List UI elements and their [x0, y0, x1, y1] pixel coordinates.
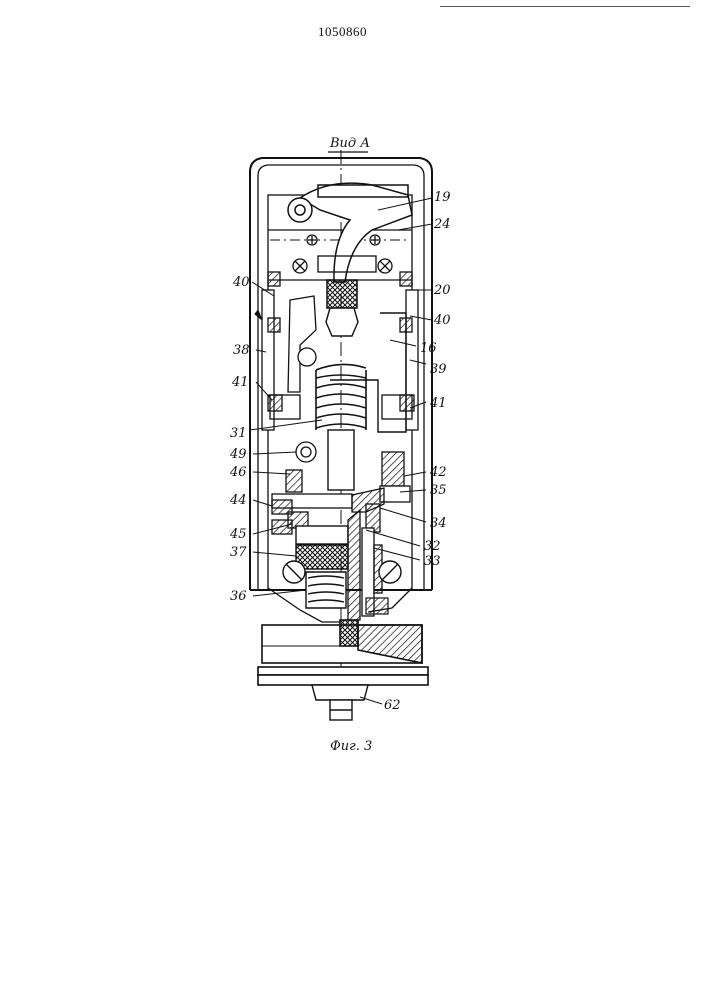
- label-42: 42: [429, 465, 447, 480]
- label-16: 16: [420, 341, 437, 356]
- cam-plate: [288, 296, 316, 392]
- label-24: 24: [433, 217, 451, 232]
- label-45: 45: [229, 527, 247, 542]
- label-33: 33: [424, 554, 441, 569]
- label-41-right: 41: [429, 396, 447, 411]
- label-49: 49: [229, 447, 247, 462]
- hex-nut: [326, 308, 358, 336]
- label-46: 46: [229, 465, 247, 480]
- stud-62: [312, 685, 368, 720]
- cam-roller: [298, 348, 316, 366]
- label-35: 35: [430, 483, 447, 498]
- label-19: 19: [434, 190, 451, 205]
- label-41-left: 41: [231, 375, 249, 390]
- label-34: 34: [430, 516, 447, 531]
- label-36: 36: [230, 589, 247, 604]
- figure-caption: Фиг. 3: [330, 739, 372, 754]
- label-20: 20: [433, 283, 451, 298]
- knurled-nut: [327, 280, 357, 308]
- label-32: 32: [424, 539, 441, 554]
- label-38: 38: [233, 343, 250, 358]
- lower-block: [366, 598, 388, 614]
- label-37: 37: [230, 545, 247, 560]
- label-44: 44: [229, 493, 247, 508]
- view-title: Вид А: [329, 136, 370, 151]
- label-39: 39: [430, 362, 447, 377]
- label-62: 62: [384, 698, 401, 713]
- screw-49: [296, 442, 316, 462]
- label-40-right: 40: [433, 313, 451, 328]
- label-40-left: 40: [232, 275, 250, 290]
- main-shaft: [328, 430, 354, 490]
- base-plate: [258, 620, 428, 685]
- label-31: 31: [230, 426, 247, 441]
